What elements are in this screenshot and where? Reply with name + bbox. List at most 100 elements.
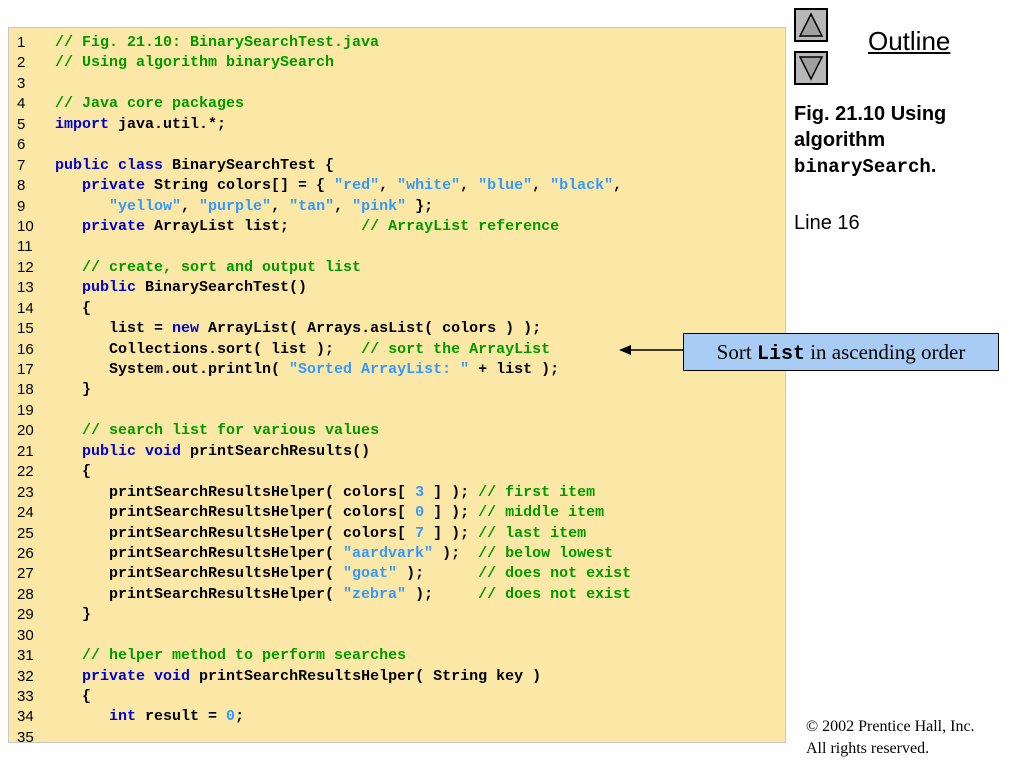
caption-text: Fig. 21.10 Using algorithm (794, 103, 947, 151)
code-token: printSearchResultsHelper( colors[ (55, 524, 416, 542)
code-token: printSearchResultsHelper( (55, 544, 344, 562)
code-token: , (334, 197, 353, 215)
code-text: private ArrayList list; // ArrayList ref… (55, 217, 559, 237)
line-number: 8 (17, 177, 26, 195)
line-number: 9 (17, 197, 26, 215)
callout-code: List (756, 343, 805, 366)
line-number: 26 (17, 544, 34, 562)
triangle-up-icon (798, 12, 824, 37)
figure-caption: Fig. 21.10 Using algorithm binarySearch. (794, 101, 1014, 180)
line-number: 19 (17, 401, 34, 419)
code-text: { (55, 687, 91, 707)
code-token: + list ); (469, 361, 560, 378)
line-number: 18 (17, 381, 34, 399)
line-number: 11 (17, 238, 33, 256)
line-number: 20 (17, 422, 34, 440)
code-token: printSearchResultsHelper( (55, 585, 344, 603)
code-token: printSearchResultsHelper( (55, 565, 344, 583)
line-number: 34 (17, 708, 34, 726)
line-number: 1 (17, 34, 26, 51)
code-token: 0 (226, 708, 236, 726)
next-slide-button[interactable] (794, 51, 828, 85)
code-token: ArrayList list; (145, 217, 362, 235)
code-token: // Java core packages (55, 95, 245, 113)
code-text: // create, sort and output list (55, 258, 361, 278)
line-number: 12 (17, 258, 34, 276)
code-token: }; (406, 197, 434, 215)
line-number: 31 (17, 647, 34, 665)
code-token: String colors[] = { (145, 177, 335, 195)
line-number: 30 (17, 626, 34, 644)
code-token (55, 177, 82, 194)
code-text: public void printSearchResults() (55, 442, 370, 462)
code-token: "zebra" (343, 585, 407, 603)
code-text: // Java core packages (55, 94, 244, 114)
code-token (55, 443, 82, 460)
code-token: public (82, 279, 137, 297)
code-token: public void (82, 442, 182, 460)
code-token: "red" (334, 177, 380, 195)
code-text: Collections.sort( list ); // sort the Ar… (55, 340, 550, 360)
code-text: printSearchResultsHelper( colors[ 3 ] );… (55, 483, 595, 503)
code-token: "tan" (289, 197, 335, 215)
code-text: import java.util.*; (55, 115, 226, 135)
code-token: ] ); (424, 524, 479, 542)
callout-suffix: in ascending order (804, 340, 966, 364)
copyright-line: © 2002 Prentice Hall, Inc. (806, 718, 975, 735)
line-number: 14 (17, 299, 34, 317)
code-token: } (55, 606, 92, 624)
code-text: printSearchResultsHelper( "goat" ); // d… (55, 564, 631, 584)
code-token: } (55, 381, 92, 399)
line-number: 15 (17, 320, 34, 338)
code-token: // first item (478, 483, 596, 501)
line-number: 32 (17, 667, 34, 685)
code-token: // does not exist (478, 565, 632, 583)
code-token: BinarySearchTest { (163, 156, 335, 174)
code-token: private void (82, 667, 191, 685)
line-number: 3 (17, 74, 26, 92)
code-token: { (55, 688, 92, 705)
previous-slide-button[interactable] (794, 8, 828, 42)
code-text: private String colors[] = { "red", "whit… (55, 176, 622, 196)
code-token: 3 (415, 483, 425, 501)
code-token: // sort the ArrayList (361, 340, 551, 358)
code-text: // helper method to perform searches (55, 646, 406, 666)
code-token: "purple" (199, 197, 272, 215)
code-token: "black" (550, 177, 614, 195)
code-token: Collections.sort( list ); (55, 340, 362, 358)
outline-link[interactable]: Outline (868, 26, 951, 56)
code-token (55, 647, 82, 664)
code-token: "goat" (343, 565, 398, 583)
code-text: { (55, 462, 91, 482)
caption-end: . (930, 155, 937, 177)
code-text: printSearchResultsHelper( "zebra" ); // … (55, 585, 631, 605)
copyright-notice: © 2002 Prentice Hall, Inc. All rights re… (806, 716, 975, 760)
code-text: // Fig. 21.10: BinarySearchTest.java (55, 33, 379, 53)
line-number: 22 (17, 463, 34, 481)
code-token (55, 708, 109, 725)
code-token: // below lowest (478, 544, 614, 562)
line-number: 5 (17, 115, 26, 133)
code-token: , (613, 177, 623, 195)
code-text: public BinarySearchTest() (55, 278, 307, 298)
line-number: 35 (17, 728, 34, 746)
code-text: // Using algorithm binarySearch (55, 53, 334, 73)
code-token: ); (433, 544, 479, 562)
annotation-callout: Sort List in ascending order (683, 333, 999, 371)
code-token: ArrayList( Arrays.asList( colors ) ); (199, 320, 542, 338)
code-token (55, 218, 82, 235)
code-token: BinarySearchTest() (136, 279, 308, 297)
line-reference: Line 16 (794, 212, 860, 234)
code-token: , (271, 197, 290, 215)
code-text: int result = 0; (55, 707, 244, 727)
code-text: } (55, 605, 91, 625)
code-token: // helper method to perform searches (82, 647, 407, 665)
code-token: ] ); (424, 504, 479, 522)
code-token: "white" (397, 177, 461, 195)
triangle-down-icon (798, 56, 824, 81)
line-number: 7 (17, 156, 26, 174)
code-text: System.out.println( "Sorted ArrayList: "… (55, 360, 559, 380)
code-text: { (55, 299, 91, 319)
line-number: 2 (17, 54, 26, 72)
code-token: , (181, 197, 200, 215)
